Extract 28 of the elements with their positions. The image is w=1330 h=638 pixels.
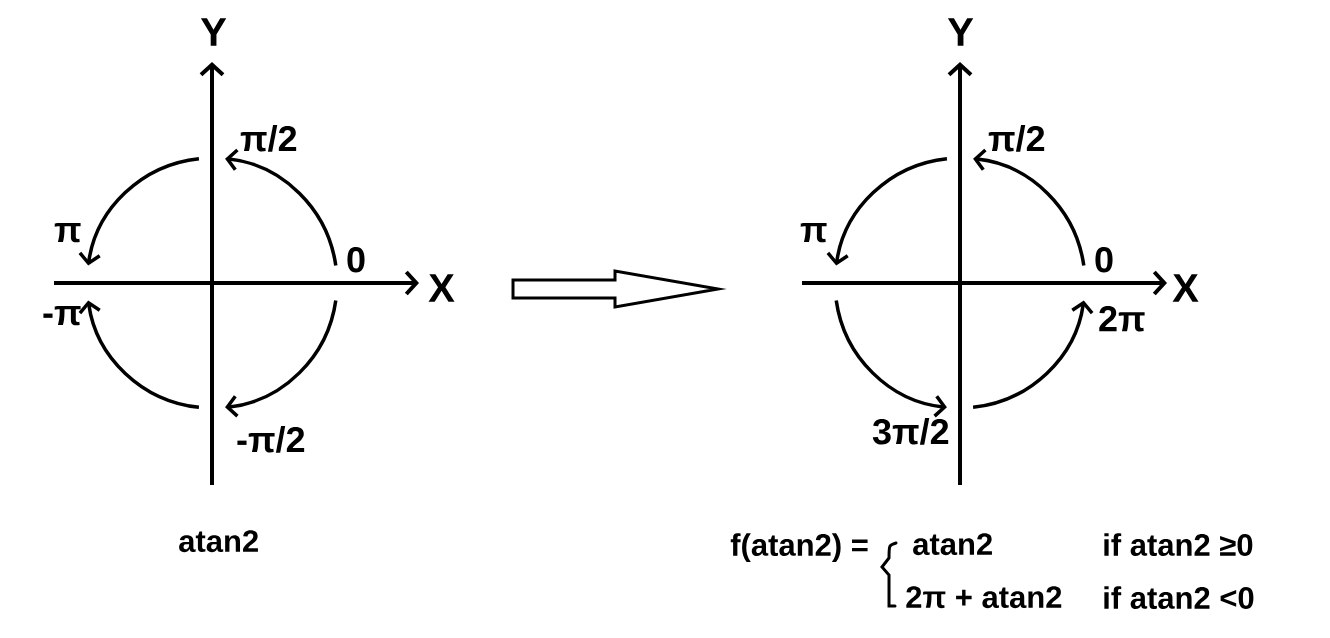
- angle-label: -π/2: [237, 426, 305, 453]
- angle-label: π/2: [240, 125, 297, 152]
- angle-label: 3π/2: [872, 418, 949, 445]
- arc-arrow: [972, 300, 1094, 410]
- formula-text: f(atan2) =: [730, 533, 868, 563]
- arc-arrow: [834, 300, 947, 418]
- angle-label: π/2: [988, 125, 1045, 152]
- axis-label: X: [428, 274, 455, 302]
- angle-label: π: [54, 223, 81, 243]
- angle-label: 0: [347, 247, 365, 273]
- angle-label: -π: [43, 306, 81, 326]
- angle-label: 0: [1095, 247, 1113, 273]
- axis-label: Y: [947, 18, 974, 46]
- formula-text: if atan2 ≥0: [1104, 533, 1253, 556]
- arc-arrow: [826, 156, 948, 266]
- angle-label: 2π: [1099, 306, 1145, 332]
- axis-label: Y: [200, 18, 227, 46]
- arc-arrow: [225, 148, 338, 266]
- axis-label: X: [1172, 274, 1199, 302]
- formula-text: 2π + atan2: [906, 586, 1062, 609]
- arc-arrow: [78, 156, 200, 266]
- arc-arrow: [225, 300, 338, 418]
- angle-label: π: [800, 223, 827, 243]
- formula-text: atan2: [913, 533, 992, 556]
- arc-arrow: [78, 300, 200, 410]
- formula-text: if atan2 <0: [1104, 586, 1254, 609]
- arc-arrow: [973, 148, 1086, 266]
- caption: atan2: [179, 530, 258, 553]
